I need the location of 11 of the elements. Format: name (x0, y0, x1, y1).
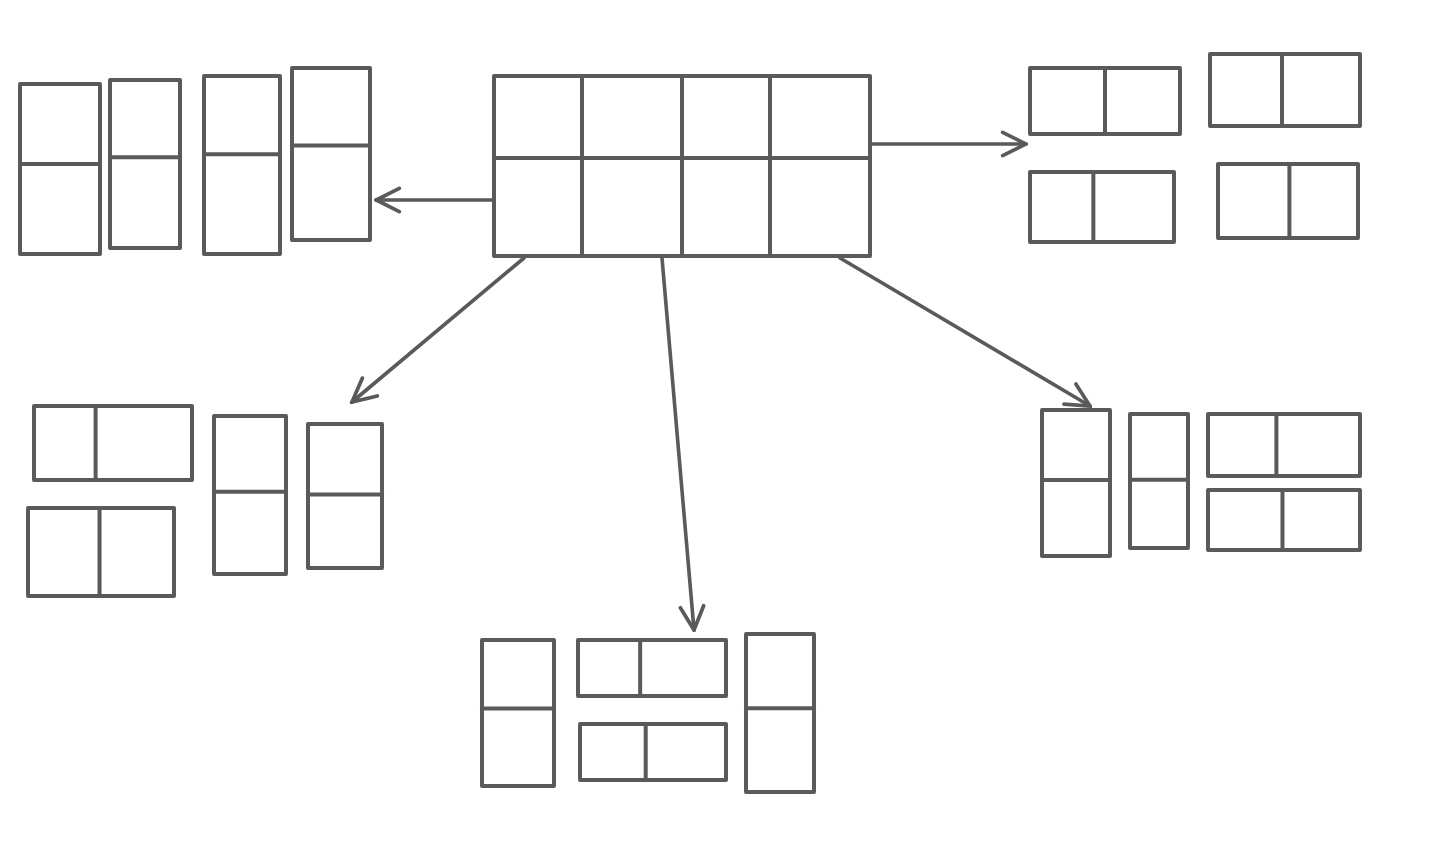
domino-tiling-drawing (24, 402, 386, 600)
domino-tiling-drawing (16, 64, 376, 260)
arrow (870, 130, 1028, 158)
domino-tiling-drawing (478, 630, 818, 796)
arrow (350, 256, 526, 404)
arrow (660, 256, 706, 632)
domino-tiling-drawing (1026, 50, 1364, 246)
arrow (374, 186, 494, 214)
arrow (838, 256, 1092, 408)
domino-tiling-drawing (1038, 406, 1364, 560)
grid-board (492, 74, 872, 258)
